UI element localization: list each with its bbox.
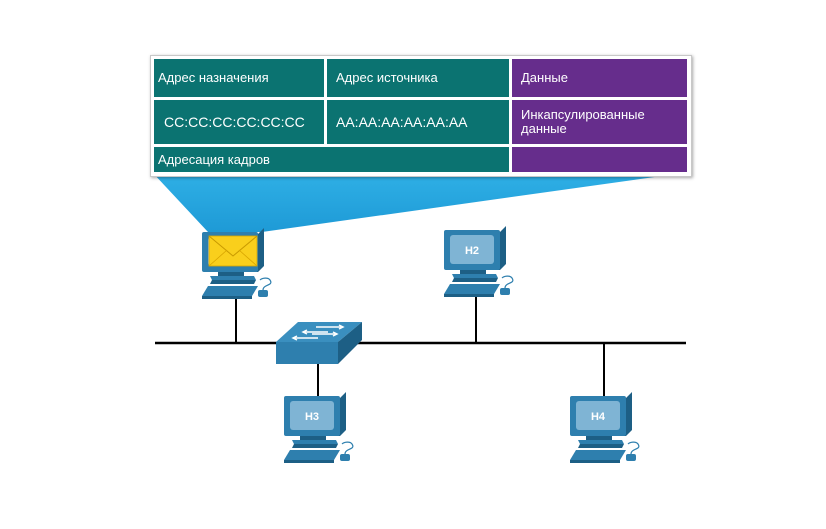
host-h4[interactable]: H4 (569, 391, 640, 464)
host-h3-label: H3 (305, 411, 319, 423)
header-destination-address: Адрес назначения (154, 59, 324, 97)
callout-pointer (152, 172, 690, 232)
host-h2-label: H2 (465, 245, 479, 257)
sender-pc[interactable] (201, 227, 272, 300)
envelope-icon (208, 235, 258, 267)
frame-table: Адрес назначения Адрес источника Данные … (150, 55, 692, 177)
switch-icon[interactable] (276, 322, 362, 364)
value-destination-mac: CC:CC:CC:CC:CC:CC (154, 100, 324, 144)
footer-frame-addressing: Адресация кадров (154, 147, 509, 172)
host-h3[interactable]: H3 (283, 391, 354, 464)
host-h2[interactable]: H2 (443, 225, 514, 298)
value-source-mac: AA:AA:AA:AA:AA:AA (327, 100, 509, 144)
header-data: Данные (512, 59, 687, 97)
header-source-address: Адрес источника (327, 59, 509, 97)
value-encapsulated-data: Инкапсулированные данные (512, 100, 687, 144)
host-h4-label: H4 (591, 411, 606, 423)
footer-data (512, 147, 687, 172)
